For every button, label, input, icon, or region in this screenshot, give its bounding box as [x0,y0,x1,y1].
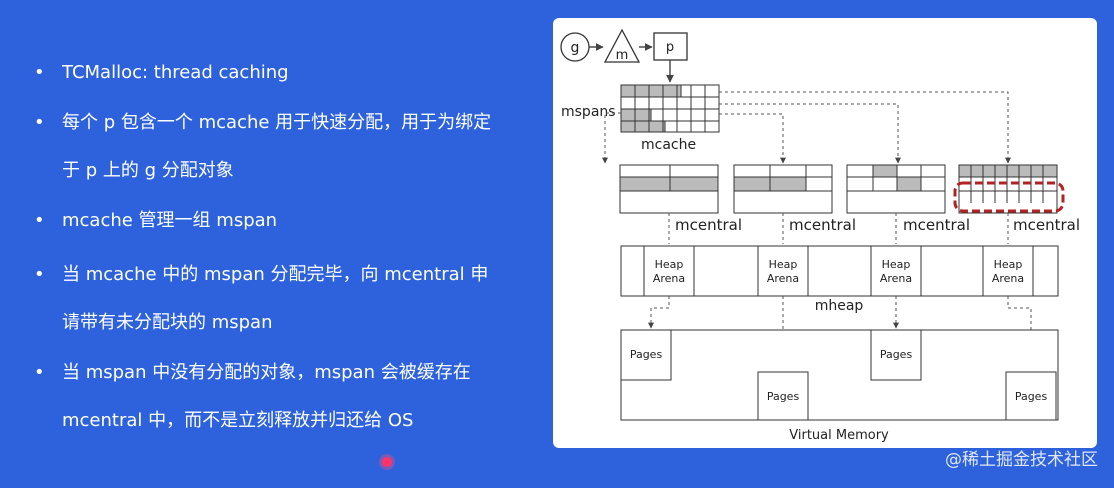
mcentral-label: mcentral [789,216,856,234]
pointer-dot [382,457,392,467]
bullet-text: mcache 管理一组 mspan [62,210,278,231]
heap-arena [643,245,695,297]
g-label: g [571,40,580,56]
pages-label: Pages [1015,390,1048,403]
bullet-dot: • [34,112,45,133]
mcentral-label: mcentral [675,216,742,234]
p-label: p [666,40,674,55]
heap-arena-label: Heap [769,258,798,271]
heap-arena-label: Heap [655,258,684,271]
heap-arena-label: Heap [994,258,1023,271]
mcentral-box [619,164,719,214]
mcentral-box [958,164,1058,214]
m-label: m [616,48,629,63]
mcache-spans [620,84,720,133]
mcache-label: mcache [641,137,696,153]
pages-label: Pages [767,390,800,403]
heap-arena-label: Heap [882,258,911,271]
bullet-text-cont: 于 p 上的 g 分配对象 [62,160,234,181]
memory-diagram: g m p mspans mcache [560,28,1080,443]
bullet-dot: • [34,62,45,83]
pages-block [870,329,922,381]
m-node [603,28,641,63]
virtual-memory-box [620,329,1059,421]
virtual-memory-label: Virtual Memory [789,428,889,443]
heap-arena [870,245,922,297]
bullet-text: 每个 p 包含一个 mcache 用于快速分配，用于为绑定 [62,112,492,133]
mheap-label: mheap [815,298,864,314]
mcentral-box [733,164,833,214]
mcentral-label: mcentral [1013,216,1080,234]
bullet-text-cont: 请带有未分配块的 mspan [62,312,273,333]
highlight-box [953,181,1065,213]
pages-block [757,371,809,421]
heap-arena-label: Arena [880,272,912,285]
bullet-dot: • [34,264,45,285]
heap-arena-label: Arena [653,272,685,285]
p-node [653,32,688,61]
bullet-dot: • [34,210,45,231]
pages-label: Pages [880,348,913,361]
pages-block [620,329,672,381]
diagram-panel: g m p mspans mcache [553,18,1097,448]
bullet-text-cont: mcentral 中，而不是立刻释放并归还给 OS [62,410,414,431]
heap-arena-label: Arena [767,272,799,285]
heap-arena-label: Arena [992,272,1024,285]
heap-arena [982,245,1034,297]
heap-arena [757,245,809,297]
bullet-text: TCMalloc: thread caching [62,62,289,83]
pages-block [1005,371,1057,421]
bullet-dot: • [34,362,45,383]
mcentral-label: mcentral [903,216,970,234]
pages-label: Pages [630,348,663,361]
bullet-text: 当 mspan 中没有分配的对象，mspan 会被缓存在 [62,362,471,383]
watermark-text: @稀土掘金技术社区 [945,450,1098,470]
mspans-label: mspans [561,104,616,120]
mcentral-box [846,164,946,214]
bullet-text: 当 mcache 中的 mspan 分配完毕，向 mcentral 申 [62,264,489,285]
